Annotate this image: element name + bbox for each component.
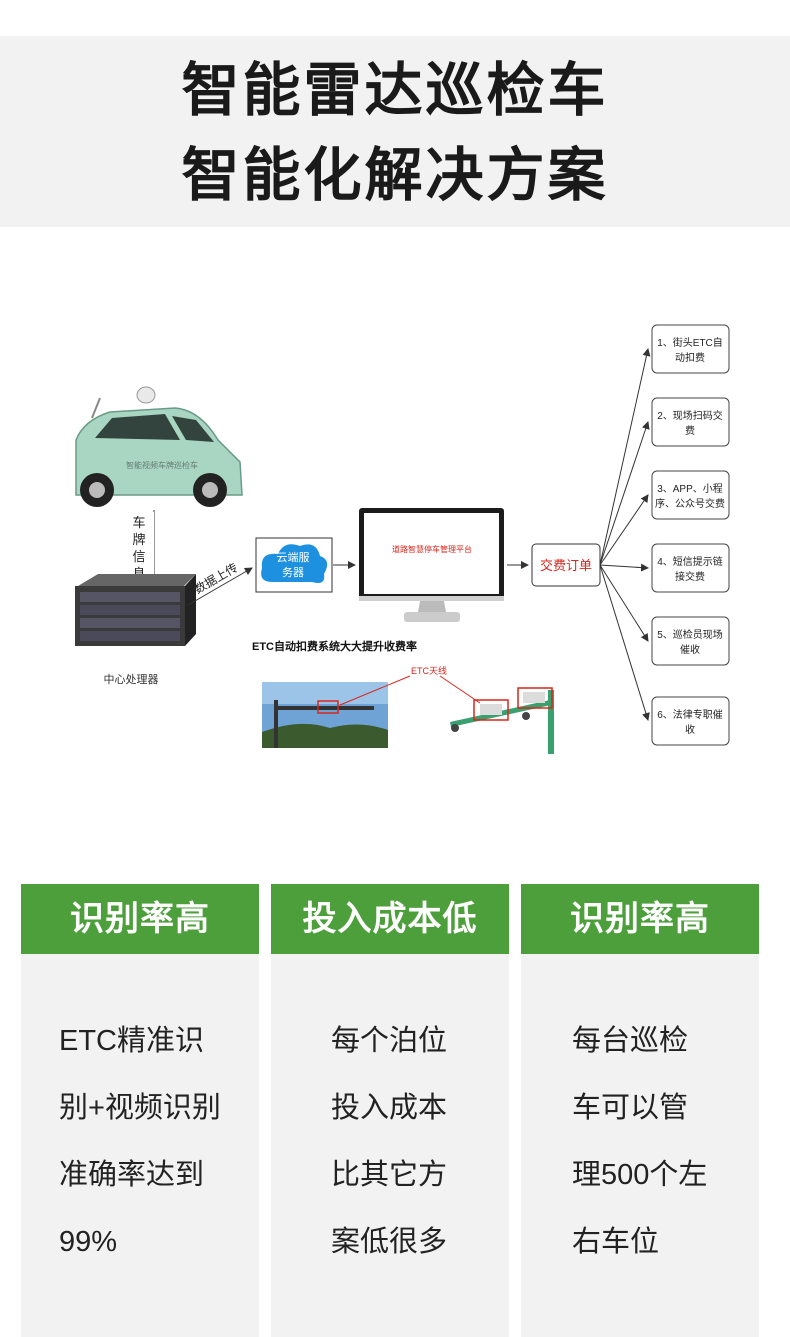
card-line: 案低很多 <box>331 1226 448 1258</box>
header-band <box>0 36 790 227</box>
card-title: 投入成本低 <box>271 884 509 954</box>
card-line: 比其它方 <box>331 1159 448 1191</box>
card-line: 99% <box>59 1226 118 1258</box>
plate-info-char: 车 <box>132 515 145 530</box>
radar-dome-icon <box>136 386 156 404</box>
plate-info-char: 牌 <box>132 532 145 547</box>
payment-option-text: 3、APP、小程 <box>657 483 723 495</box>
order-label: 交费订单 <box>540 558 592 573</box>
etc-gantry-image <box>450 687 554 754</box>
payment-option-box <box>651 543 730 593</box>
server-rack-image <box>75 574 196 646</box>
payment-option-box <box>651 616 730 666</box>
patrol-car-image: 智能视频车牌巡检车 <box>75 386 243 507</box>
card-line: 车可以管 <box>572 1092 689 1124</box>
card-line: 右车位 <box>572 1226 660 1258</box>
etc-caption: ETC自动扣费系统大大提升收费率 <box>252 639 417 653</box>
payment-option-text: 费 <box>685 424 695 437</box>
page-title-line2: 智能化解决方案 <box>181 143 609 208</box>
card-line: 理500个左 <box>572 1159 708 1191</box>
payment-option-text: 序、公众号交费 <box>655 497 725 510</box>
cloud-label: 务器 <box>282 566 304 579</box>
cloud-icon <box>261 544 328 583</box>
card-title: 识别率高 <box>21 884 259 954</box>
card-line: ETC精准识 <box>59 1025 205 1057</box>
plate-info-char: 信 <box>132 549 145 564</box>
payment-option-text: 催收 <box>680 643 700 656</box>
feature-card: 投入成本低 每个泊位 投入成本 比其它方 案低很多 <box>271 884 509 1337</box>
solution-diagram: 智能视频车牌巡检车 车 牌 信 息 中心处理器 数据上传 云端服 务器 道路智慧… <box>75 324 730 754</box>
payment-option-box <box>651 696 730 746</box>
card-line: 准确率达到 <box>59 1159 205 1191</box>
etc-photo <box>262 682 388 748</box>
payment-option-text: 4、短信提示链 <box>657 555 723 568</box>
payment-option-box <box>651 324 730 374</box>
server-label: 中心处理器 <box>104 673 159 686</box>
card-line: 投入成本 <box>331 1092 448 1124</box>
card-title: 识别率高 <box>521 884 759 954</box>
feature-card: 识别率高 ETC精准识 别+视频识别 准确率达到 99% <box>21 884 259 1337</box>
payment-option-text: 5、巡检员现场 <box>657 628 723 641</box>
cloud-label: 云端服 <box>277 551 310 564</box>
payment-option-text: 2、现场扫码交 <box>657 409 723 422</box>
payment-option-text: 动扣费 <box>675 351 705 364</box>
payment-option-text: 接交费 <box>675 570 705 583</box>
data-upload-label: 数据上传 <box>191 560 240 597</box>
card-line: 别+视频识别 <box>59 1092 221 1124</box>
car-label: 智能视频车牌巡检车 <box>126 460 198 470</box>
card-line: 每台巡检 <box>572 1025 689 1057</box>
payment-option-text: 1、街头ETC自 <box>657 336 723 349</box>
payment-option-box <box>651 470 730 520</box>
card-line: 每个泊位 <box>331 1025 448 1057</box>
etc-antenna-label: ETC天线 <box>411 665 447 676</box>
feature-card: 识别率高 每台巡检 车可以管 理500个左 右车位 <box>521 884 759 1337</box>
payment-option-text: 6、法律专职催 <box>657 708 723 721</box>
plate-info-label: 车 牌 信 息 <box>132 512 154 581</box>
payment-option-box <box>651 397 730 447</box>
payment-option-text: 收 <box>685 723 695 736</box>
platform-label: 道路智慧停车管理平台 <box>392 544 472 554</box>
monitor-image <box>359 508 504 622</box>
page-title-line1: 智能雷达巡检车 <box>181 58 609 123</box>
